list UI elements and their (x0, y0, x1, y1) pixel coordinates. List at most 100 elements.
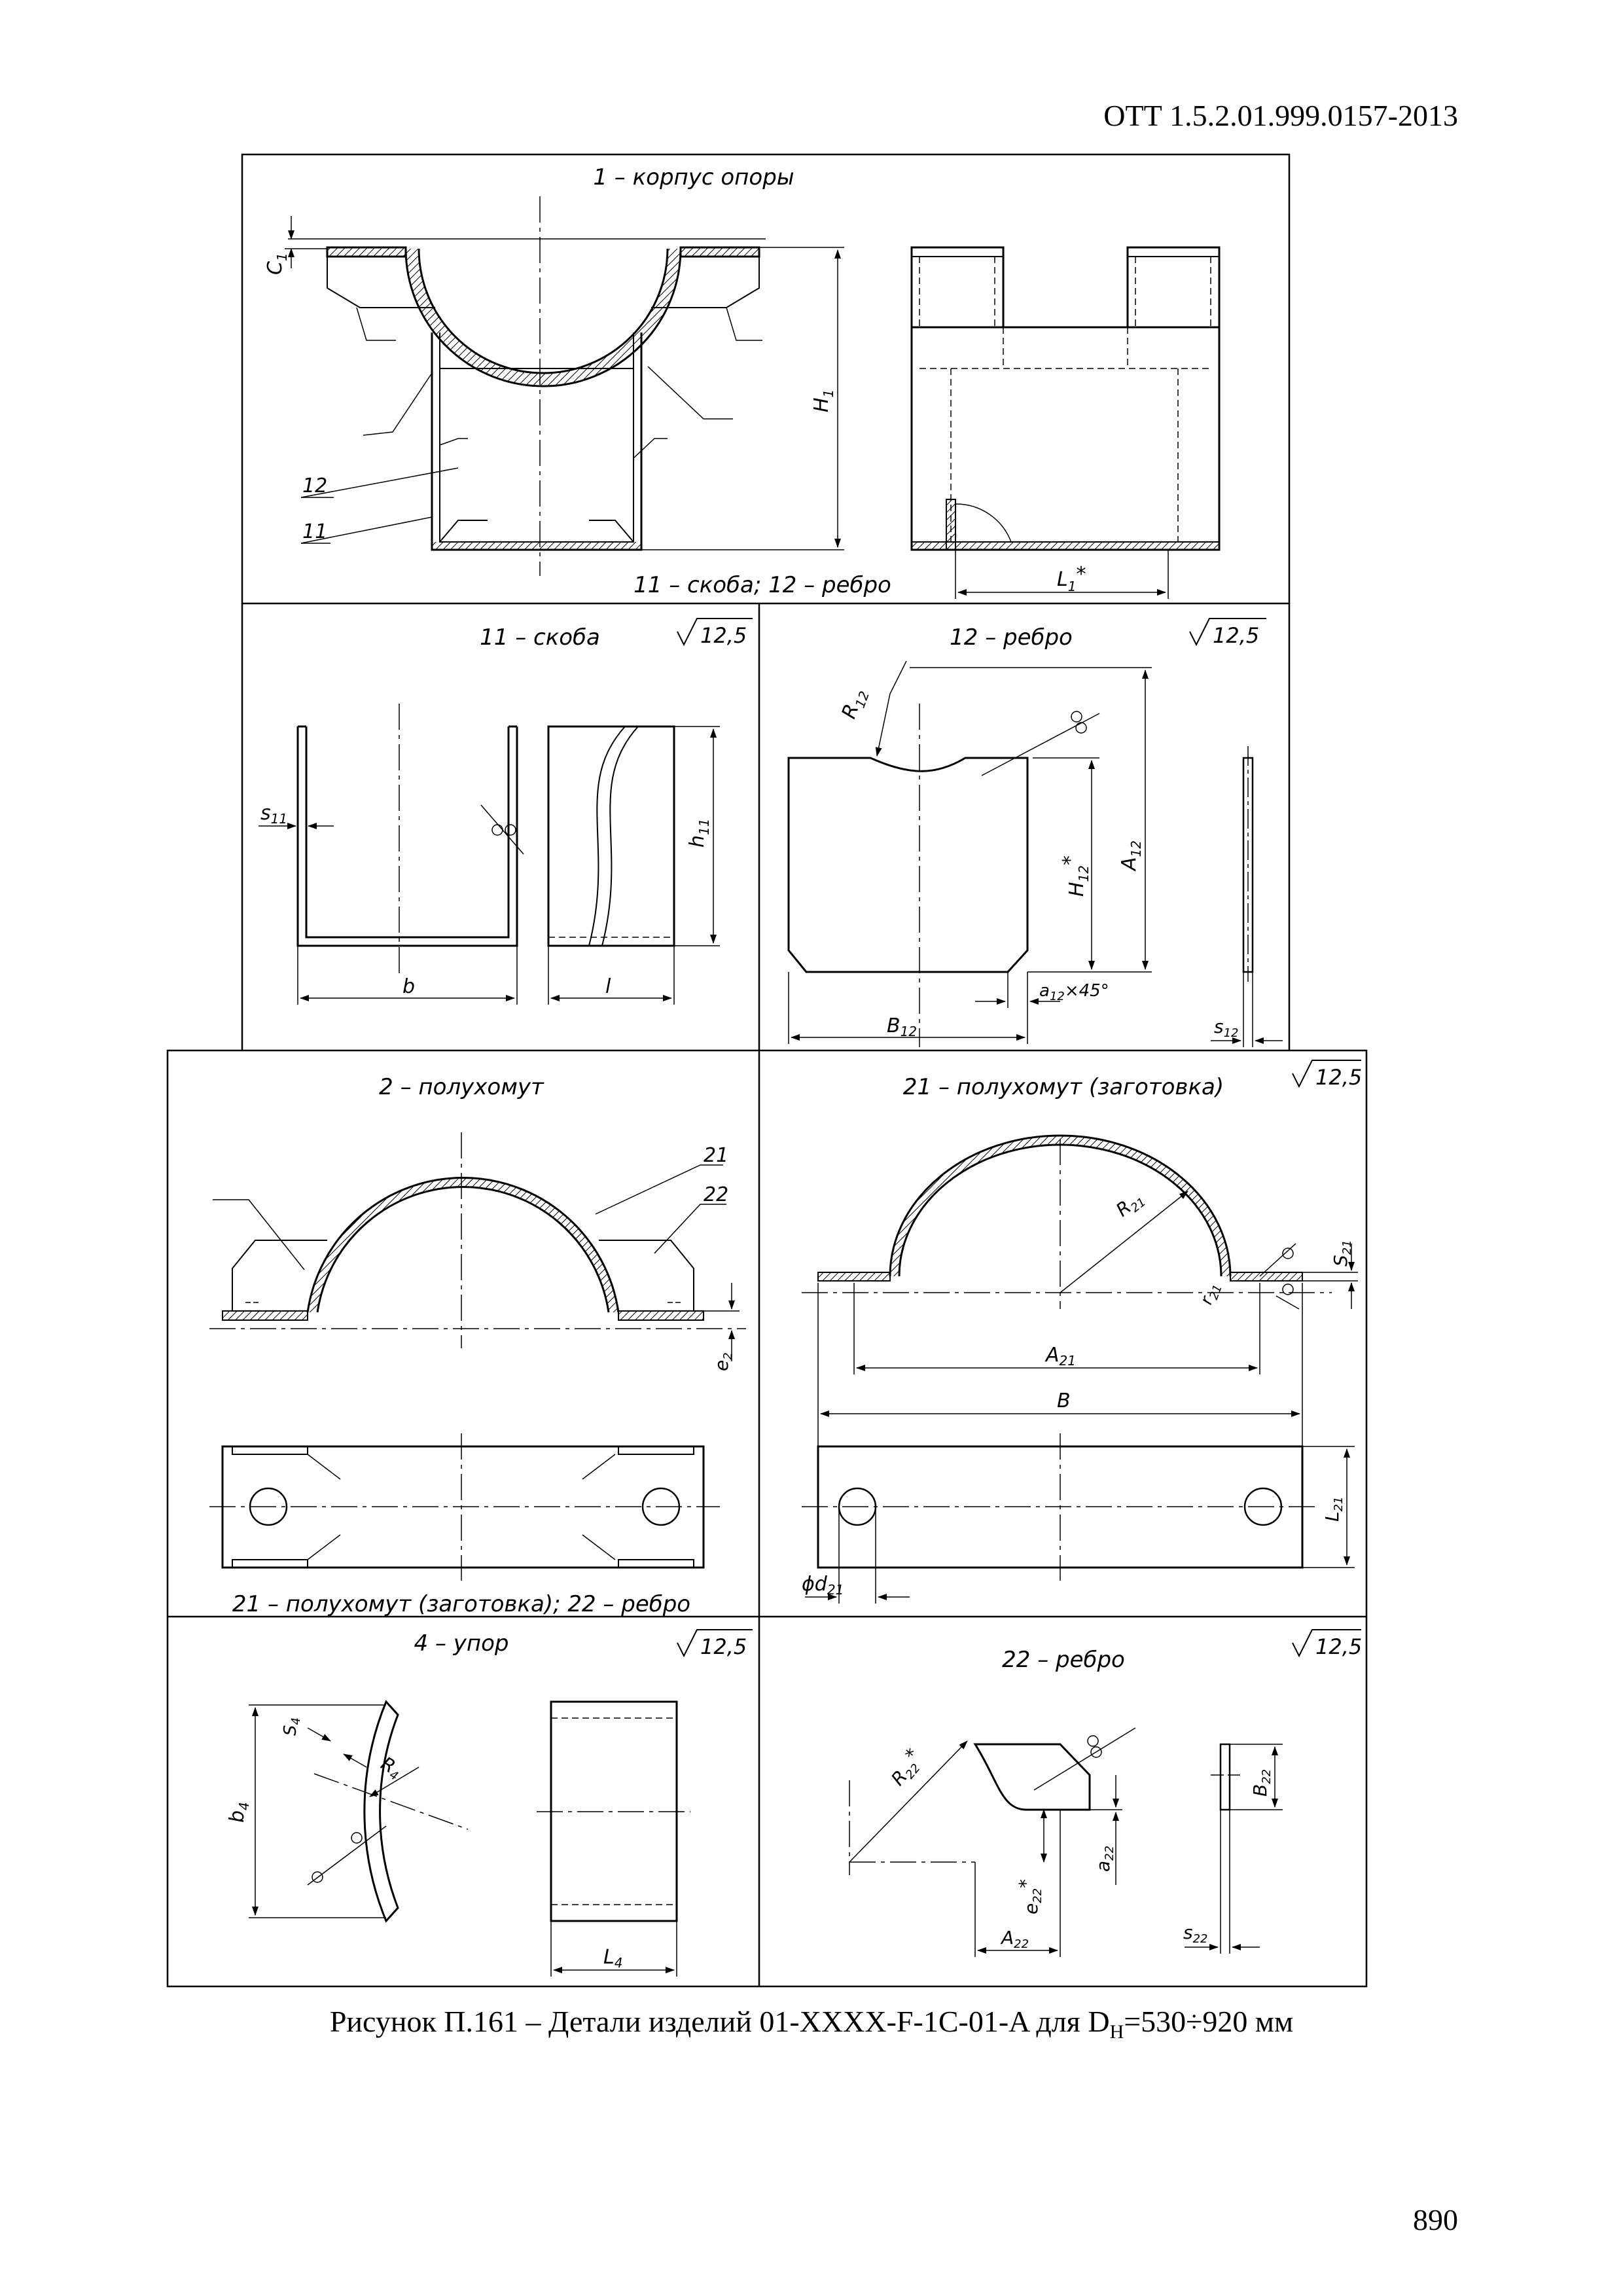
l1-label: L (1057, 568, 1068, 591)
e22-sub: 22 (1031, 1888, 1044, 1903)
s22-sub: 22 (1193, 1932, 1208, 1946)
e2-label: e (711, 1360, 732, 1371)
a22-width-label: A (1000, 1927, 1014, 1948)
a12-label: A (1118, 857, 1141, 872)
s22-label: s (1183, 1922, 1193, 1943)
svg-text:L1*: L1* (1057, 563, 1086, 594)
svg-text:h11: h11 (686, 819, 712, 848)
l1-sub: 1 (1068, 579, 1077, 594)
s4-label: S (281, 1725, 300, 1736)
chamfer-label: a (1039, 981, 1050, 1001)
svg-text:A21: A21 (1044, 1344, 1076, 1369)
svg-text:s12: s12 (1214, 1016, 1239, 1040)
a21-sub: 21 (1060, 1353, 1076, 1369)
panel-11-bracket (259, 704, 720, 1005)
h11-sub: 11 (696, 819, 712, 835)
caption-text: Рисунок П.161 – Детали изделий 01-XXXX-F… (329, 2005, 1110, 2038)
panel-21-blank (802, 1134, 1358, 1604)
s11-label: s (260, 802, 271, 825)
e22-label: e (1020, 1903, 1042, 1914)
svg-text:e2: e2 (711, 1352, 735, 1371)
figure-caption: Рисунок П.161 – Детали изделий 01-XXXX-F… (0, 2004, 1623, 2043)
a22-width-sub: 22 (1014, 1937, 1029, 1951)
svg-text:r21: r21 (1196, 1280, 1224, 1308)
svg-text:e22*: e22* (1015, 1879, 1044, 1914)
svg-text:R12: R12 (838, 685, 872, 723)
panel-1-subtitle: 11 – скоба; 12 – ребро (633, 572, 891, 598)
panel-1-title: 1 – корпус опоры (593, 164, 794, 190)
e22-star: * (1015, 1879, 1037, 1888)
d21-label: ϕd (802, 1573, 828, 1596)
d21-sub: 21 (827, 1582, 844, 1598)
roughness-value: 12,5 (1315, 1065, 1362, 1090)
chamfer-sub: 12 (1050, 990, 1065, 1003)
h11-label: h (686, 835, 709, 848)
roughness-value: 12,5 (700, 623, 747, 648)
c1-label: C (264, 261, 287, 275)
s4-sub: 4 (289, 1717, 303, 1725)
svg-text:A22: A22 (1000, 1927, 1029, 1951)
panel-21-labels: 21 – полухомут (заготовка) R21 S21 r21 A… (802, 1074, 1354, 1598)
s21-sub: 21 (1340, 1240, 1354, 1255)
callout-21: 21 (704, 1144, 728, 1167)
svg-text:a12×45°: a12×45° (1039, 981, 1109, 1003)
panel-2-labels: 2 – полухомут 21 22 e2 21 – полухомут (з… (232, 1074, 735, 1617)
svg-text:A12: A12 (1118, 840, 1144, 872)
panel-1-housing (285, 196, 1221, 599)
caption-suffix: =530÷920 мм (1124, 2005, 1294, 2038)
c1-sub: 1 (274, 253, 290, 261)
callout-22: 22 (704, 1183, 728, 1206)
b-total-label: B (1057, 1390, 1071, 1412)
panel-22-title: 22 – ребро (1002, 1647, 1125, 1673)
panel-4-title: 4 – упор (414, 1630, 509, 1657)
svg-text:R4: R4 (376, 1752, 406, 1784)
b22-sub: 22 (1260, 1769, 1274, 1784)
s12-label: s (1214, 1016, 1224, 1037)
panel-21-title: 21 – полухомут (заготовка) (903, 1074, 1224, 1100)
h12-label: H (1065, 882, 1088, 897)
svg-text:s11: s11 (260, 802, 287, 827)
svg-text:L4: L4 (603, 1946, 622, 1971)
svg-text:R22*: R22* (883, 1744, 929, 1791)
svg-text:S21: S21 (1330, 1240, 1354, 1266)
svg-text:B12: B12 (887, 1014, 917, 1039)
roughness-value: 12,5 (700, 1634, 747, 1659)
panel-11-title: 11 – скоба (480, 624, 600, 651)
svg-text:C1: C1 (264, 253, 290, 275)
svg-text:a22: a22 (1092, 1846, 1116, 1872)
b-label: b (402, 975, 415, 998)
l-label: l (605, 975, 611, 998)
svg-text:H1: H1 (810, 389, 836, 412)
panel-12-title: 12 – ребро (950, 624, 1073, 651)
svg-text:L21: L21 (1321, 1496, 1346, 1522)
b12-label: B (887, 1014, 901, 1037)
panel-12-rib (787, 660, 1283, 1047)
l1-star: * (1076, 563, 1086, 586)
e2-sub: 2 (721, 1352, 735, 1359)
panel-2-subtitle: 21 – полухомут (заготовка); 22 – ребро (232, 1591, 690, 1617)
l4-sub: 4 (615, 1955, 623, 1971)
s12-sub: 12 (1224, 1026, 1239, 1040)
roughness-value: 12,5 (1213, 623, 1259, 648)
h12-star: * (1059, 855, 1082, 865)
roughness-symbols (677, 618, 1361, 1658)
page-number: 890 (1413, 2203, 1458, 2236)
svg-text:b4: b4 (226, 1802, 252, 1823)
panel-4-labels: 4 – упор b4 S4 R4 L4 (226, 1630, 622, 1971)
callout-11: 11 (302, 520, 327, 543)
s11-sub: 11 (271, 811, 287, 827)
h1-label: H (810, 397, 833, 412)
l4-label: L (603, 1946, 615, 1969)
h1-sub: 1 (821, 389, 836, 398)
svg-text:s22: s22 (1183, 1922, 1208, 1946)
document-code: ОТТ 1.5.2.01.999.0157-2013 (1103, 99, 1458, 132)
svg-text:R21: R21 (1112, 1187, 1149, 1223)
b12-sub: 12 (901, 1024, 917, 1039)
a22-sub: 22 (1103, 1846, 1116, 1861)
panel-2-half-clamp (209, 1132, 746, 1581)
panel-12-labels: 12 – ребро R12 A12 H12* B12 a12×45° s12 (838, 624, 1239, 1040)
a12-sub: 12 (1128, 840, 1144, 857)
b22-label: B (1249, 1784, 1271, 1797)
svg-text:H12*: H12* (1059, 855, 1092, 897)
